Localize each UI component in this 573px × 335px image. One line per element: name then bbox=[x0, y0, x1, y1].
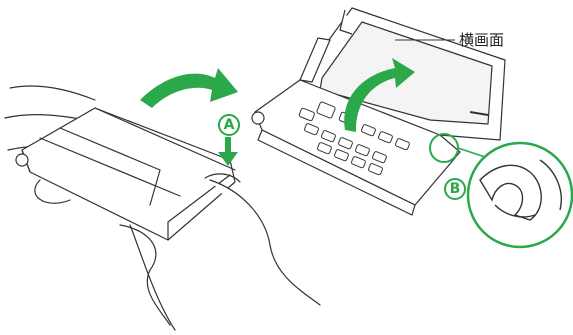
curved-arrow-icon bbox=[140, 68, 238, 108]
marker-a: A bbox=[218, 114, 240, 136]
hinge-zoom-detail bbox=[468, 143, 572, 247]
screen-label: 横画面 bbox=[459, 33, 504, 48]
closed-phone bbox=[22, 108, 235, 240]
marker-b: B bbox=[444, 178, 466, 200]
